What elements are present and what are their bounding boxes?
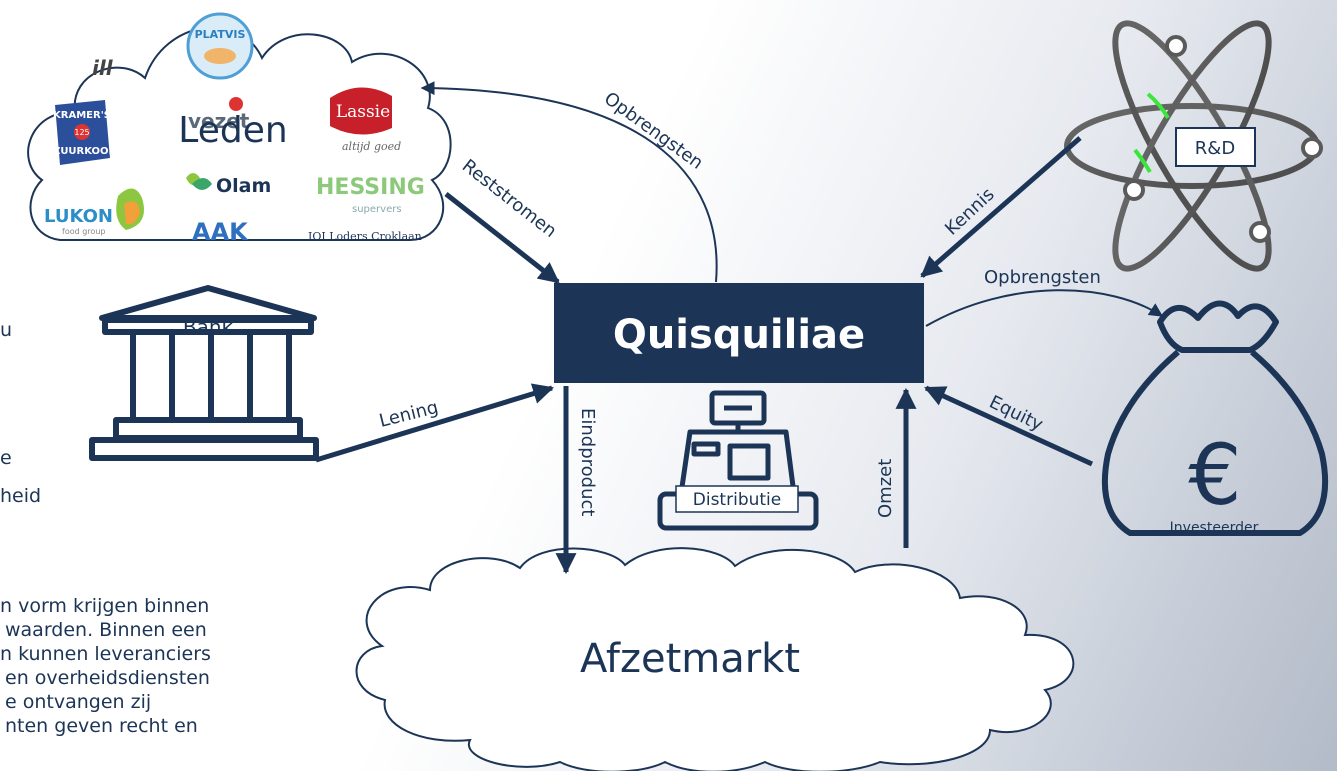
arrow-kennis [920,136,1082,278]
logo-kramers-number: 125 [74,128,89,137]
distribution-label: Distributie [693,490,781,510]
center-title: Quisquiliae [613,312,865,358]
paragraph-line-4: en overheidsdiensten [5,667,210,689]
left-fragment-3: heid [0,485,42,507]
logo-platvis: PLATVIS [186,12,254,80]
left-fragment-2: e [0,447,12,469]
flow-arrows [315,81,1164,575]
investor-label: Investeerder [1170,520,1259,536]
logo-ioi-text: IOI Loders Croklaan [308,230,422,243]
members-title: Leden [178,110,287,151]
arrow-opbrengsten-to-investor [925,289,1164,327]
logo-zuurkool-text: ZUURKOOL [53,146,115,157]
market-cloud [355,547,1075,771]
cash-register-icon [657,390,819,531]
label-opbrengsten-right: Opbrengsten [984,267,1101,288]
paragraph-line-2: waarden. Binnen een [5,619,207,641]
bank-icon [89,285,319,461]
center-box [554,283,924,383]
label-reststromen: Reststromen [458,155,561,242]
arrow-equity [924,385,1094,467]
logo-ill-text: ill [92,56,114,80]
distribution-box [675,485,799,513]
logo-aak-text: AAK [192,218,249,246]
label-opbrengsten-top: Opbrengsten [600,88,707,174]
paragraph-line-6: nten geven recht en [5,715,198,737]
atom-highlights [1133,92,1170,174]
label-eindproduct: Eindproduct [577,408,598,516]
logo-vezet: vezet [188,97,250,133]
left-paragraph: n vorm krijgen binnen waarden. Binnen ee… [0,594,211,738]
logo-lukon: LUKON food group [44,188,144,236]
bank-label: Bank [183,315,234,339]
euro-symbol: € [1188,426,1241,524]
label-omzet: Omzet [875,459,896,518]
logo-lassie: Lassie altijd goed [330,87,401,153]
logo-hessing: HESSING supervers [316,175,425,215]
left-fragment-1: u [0,319,13,341]
arrow-reststromen [444,192,560,284]
paragraph-line-3: n kunnen leveranciers [0,643,211,665]
market-title: Afzetmarkt [580,636,800,682]
logo-kramers-text: KRAMER'S [53,110,111,121]
arrow-opbrengsten-to-members [420,81,718,283]
rd-box [1175,127,1256,167]
logo-hessing-text: HESSING [316,175,425,200]
logo-vezet-text: vezet [188,109,250,133]
money-bag-icon [1101,300,1329,536]
logo-platvis-text: PLATVIS [195,28,246,41]
arrow-lening [315,383,555,463]
logo-kramers: KRAMER'S 125 ZUURKOOL [53,100,116,165]
paragraph-line-5: e ontvangen zij [5,691,152,713]
logo-lassie-text: Lassie [336,102,390,122]
logo-lassie-tagline: altijd goed [342,140,401,153]
paragraph-line-1: n vorm krijgen binnen [0,595,210,617]
logo-hessing-tagline: supervers [352,204,402,215]
logo-lukon-tagline: food group [62,227,105,236]
logo-olam-text: Olam [216,175,271,197]
logo-olam: Olam [186,173,271,197]
atom-electrons [1123,35,1323,243]
rd-label: R&D [1195,138,1235,159]
members-cloud: PLATVIS ill KRAMER'S 125 ZUURKOOL vezet … [27,12,452,246]
logo-lukon-text: LUKON [44,206,113,227]
